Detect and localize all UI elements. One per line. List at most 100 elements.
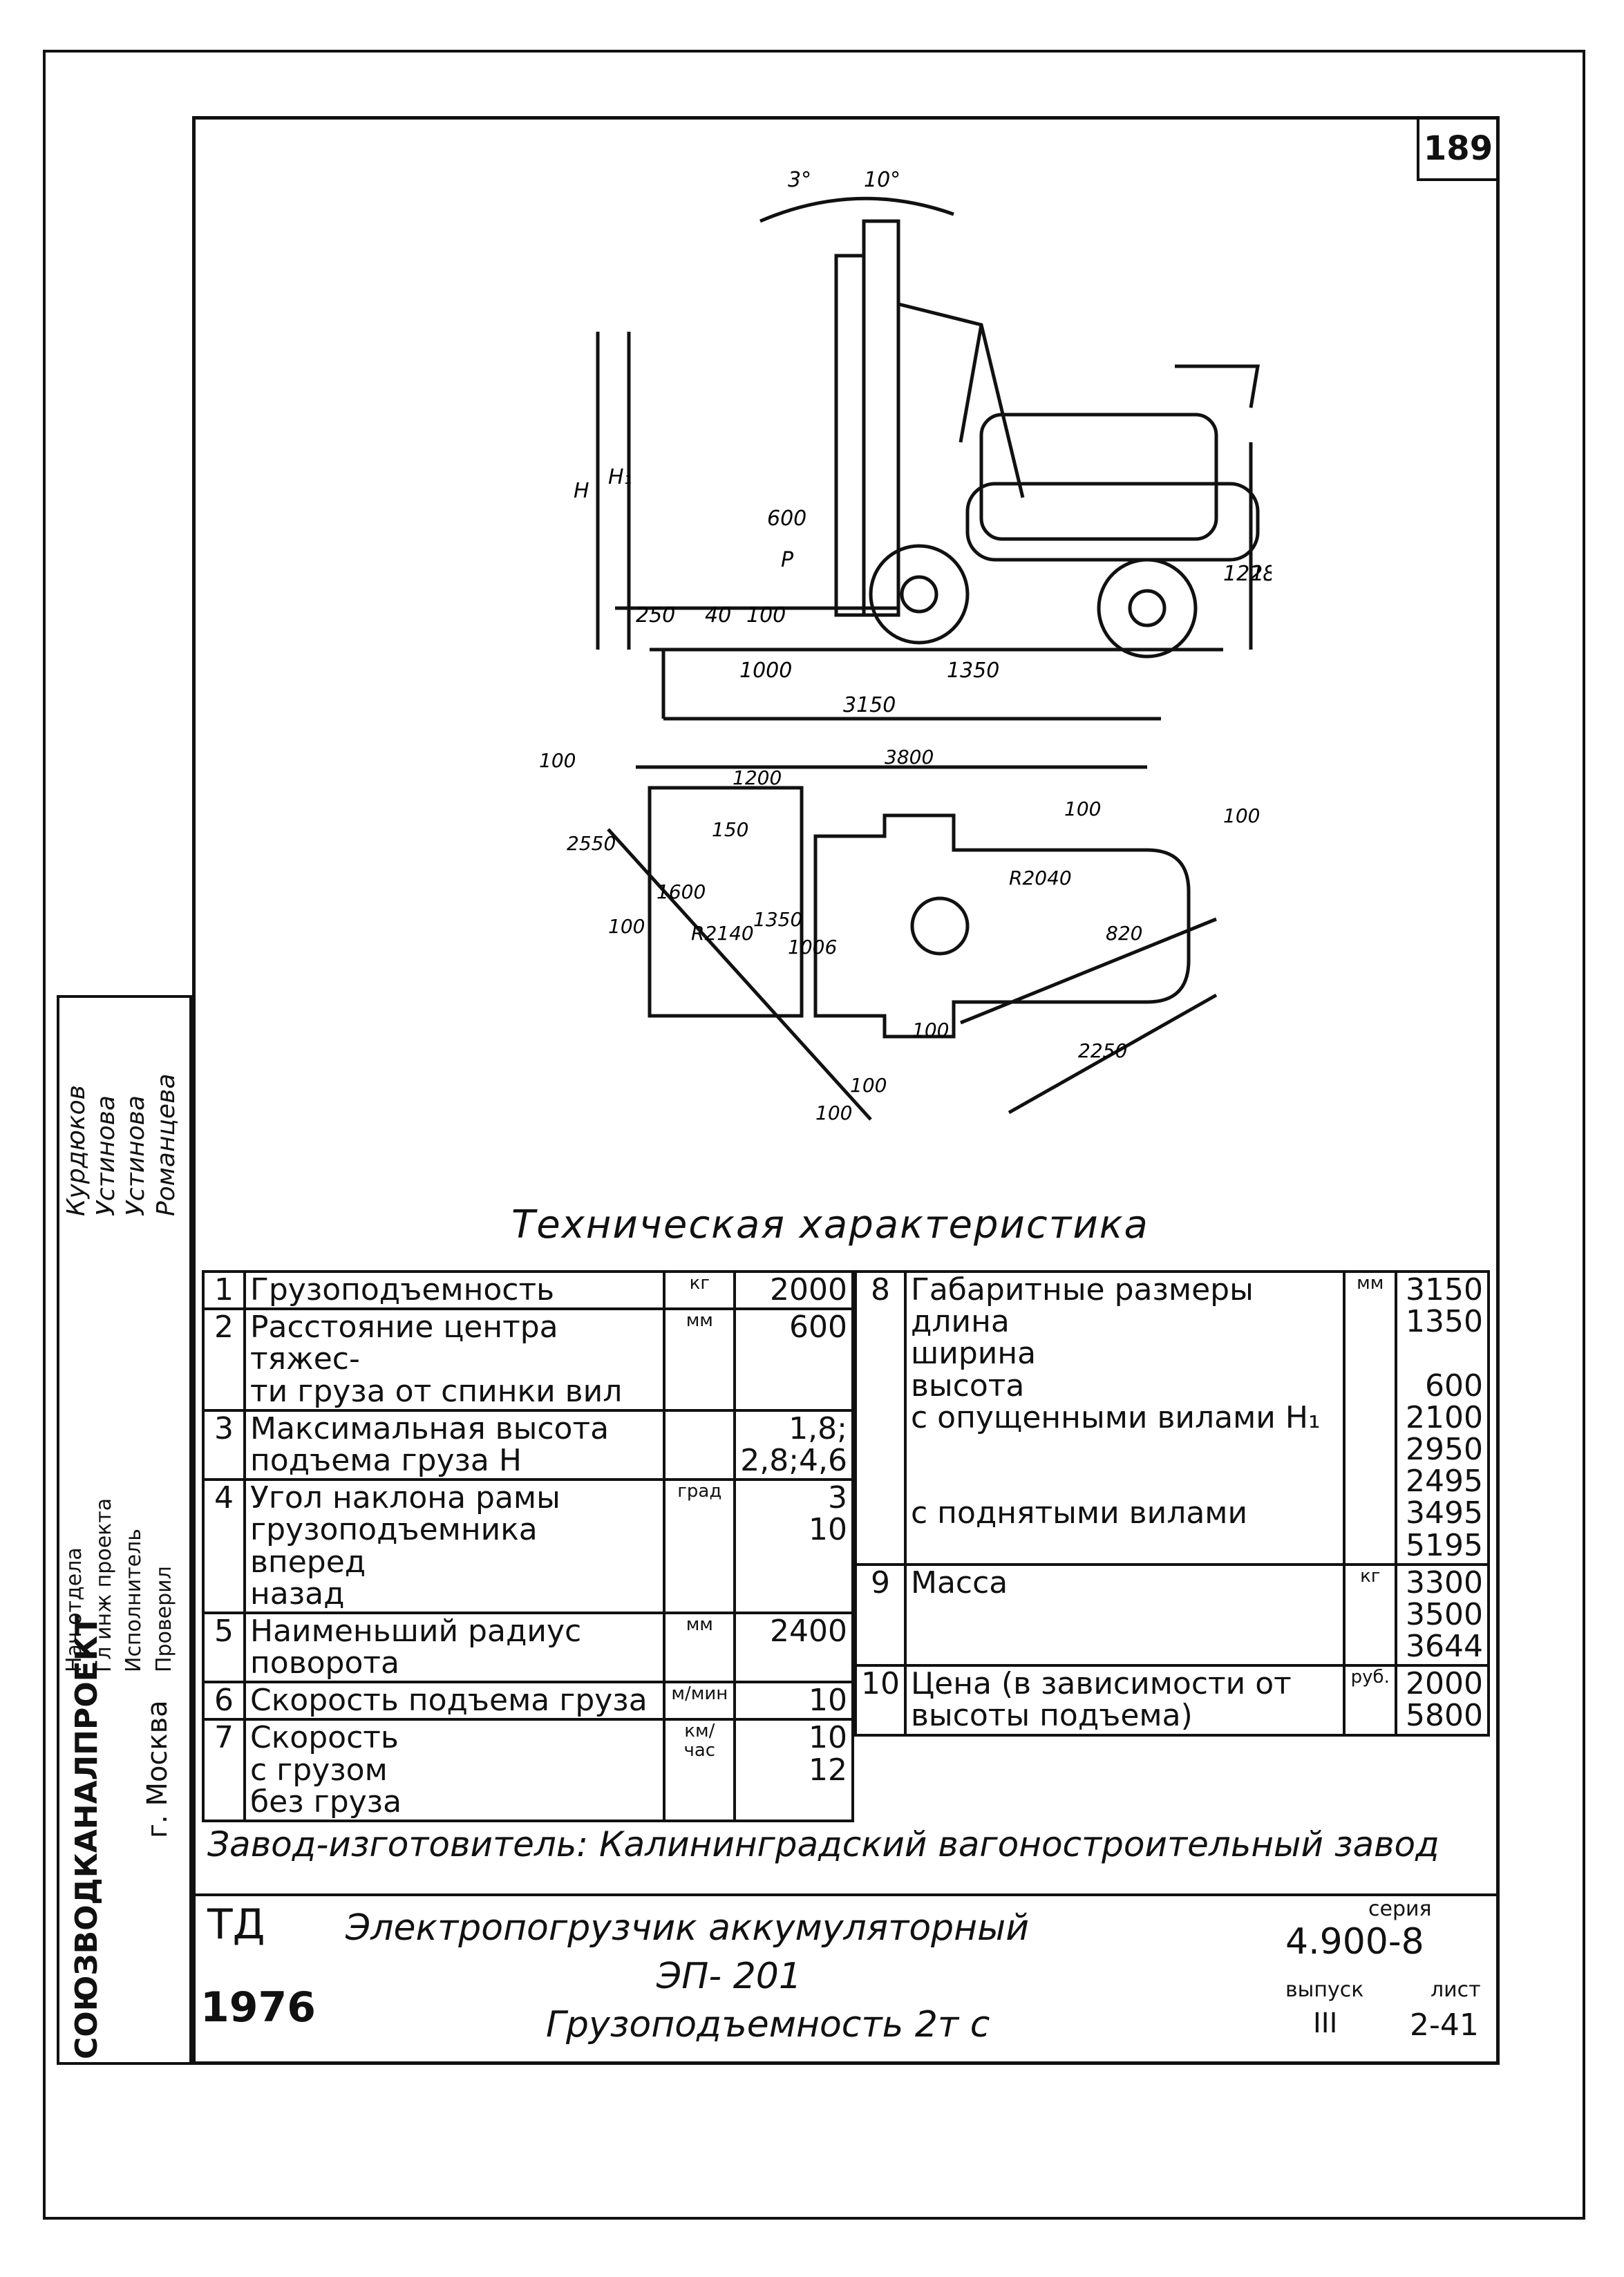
spec-value: 10 [733,1681,854,1721]
dim-label: 1000 [739,659,792,683]
dim-label: 1006 [788,936,837,958]
dim-label: 40 [705,603,731,627]
forklift-top-view: 3800 100 1200 2550 150 1600 1350 1006 82… [539,746,1260,1124]
spec-label: Скорость подъема груза [243,1681,666,1721]
angle-label: 3° [788,168,811,192]
dim-label: 2550 [567,832,616,855]
dim-label: 100 [1064,797,1101,820]
spec-value: 2000 [733,1269,854,1311]
name: Устинова [92,1095,120,1216]
dim-label: 1350 [947,659,999,683]
dim-label: 250 [636,603,675,627]
dim-label: 1350 [753,908,802,931]
dim-label: H [574,479,589,503]
dim-label: 600 [767,507,806,531]
title-line1: Электропогрузчик аккумуляторный [346,1907,1030,1949]
dim-label: 3800 [885,746,934,768]
spec-value: 600 [733,1307,854,1412]
dim-label: H₁ [608,465,632,489]
name: Курдюков [62,1085,91,1216]
sheet-label: лист [1431,1978,1481,2002]
title-block [192,1893,1500,2065]
spec-n: 8 [854,1270,907,1566]
spec-n: 2 [202,1307,246,1412]
issue: III [1313,2007,1338,2039]
series: 4.900-8 [1285,1921,1424,1963]
spec-unit: км/час [663,1718,737,1822]
organization: СОЮЗВОДКАНАЛПРОЕКТ [69,1615,104,2059]
spec-value: 1,8; 2,8;4,6 [733,1408,854,1482]
spec-unit: м/мин [663,1681,737,1721]
spec-value: 3 10 [733,1478,854,1614]
spec-unit: мм [1343,1270,1398,1566]
role: Проверил [152,1566,176,1672]
spec-label: Цена (в зависимости от высоты подъема) [903,1664,1346,1737]
dim-label: 1335 [1251,562,1272,586]
spec-n: 1 [202,1269,246,1311]
spec-unit [663,1408,737,1482]
spec-unit: мм [663,1611,737,1684]
spec-n: 9 [854,1562,907,1667]
name: Романцева [152,1073,180,1216]
spec-n: 4 [202,1478,246,1614]
spec-label: Габаритные размеры длина ширина высота с… [903,1270,1346,1566]
spec-unit: мм [663,1307,737,1412]
dim-label: 1200 [733,766,782,789]
dim-label: 2250 [1078,1039,1127,1062]
spec-value: 2000 5800 [1395,1664,1490,1737]
spec-value: 2400 [733,1611,854,1684]
spec-label: Максимальная высота подъема груза H [243,1408,666,1482]
dim-label: P [781,548,794,572]
title-line3: Грузоподъемность 2т с [546,2004,990,2045]
angle-label: 10° [864,168,900,192]
spec-label: Наименьший радиус поворота [243,1611,666,1684]
issue-label: выпуск [1285,1978,1364,2002]
title-line2: ЭП- 201 [657,1956,802,1997]
spec-n: 5 [202,1611,246,1684]
spec-n: 3 [202,1408,246,1482]
forklift-side-view: 3° 10° H H₁ P 600 250 40 100 1000 1350 3… [574,168,1272,721]
spec-label: Грузоподъемность [243,1269,666,1311]
spec-label: Угол наклона рамы грузоподъемника вперед… [243,1478,666,1614]
dim-label: 1600 [657,880,706,903]
dim-label: 150 [712,818,748,841]
role: Гл инж проекта [92,1497,116,1672]
dim-label: R2140 [691,922,754,945]
name: Устинова [122,1095,150,1216]
outer-frame [43,50,1585,2220]
approval-stamp [57,995,192,2065]
spec-title: Техническая характеристика [511,1202,1149,1247]
td-mark: ТД [207,1900,265,1949]
role: Исполнитель [122,1529,146,1672]
spec-n: 6 [202,1681,246,1721]
spec-unit: кг [1343,1562,1398,1667]
dim-label: 100 [850,1074,887,1097]
dim-label: 100 [912,1019,949,1041]
spec-n: 10 [854,1664,907,1737]
dim-label: 3150 [843,693,896,717]
series-label: серия [1368,1897,1432,1921]
sheet: 2-41 [1410,2007,1479,2043]
dim-label: 820 [1106,922,1142,945]
sheet-number: 189 [1417,119,1497,181]
spec-unit: град [663,1478,737,1614]
dim-label: 100 [746,603,786,627]
manufacturer-line: Завод-изготовитель: Калининградский ваго… [207,1824,1439,1864]
spec-value: 3300 3500 3644 [1395,1562,1490,1667]
spec-unit: кг [663,1269,737,1311]
role: Нач отдела [62,1547,86,1672]
spec-unit: руб. [1343,1664,1398,1737]
city: г. Москва [142,1700,173,1838]
dim-label: 1228 [1223,562,1272,586]
